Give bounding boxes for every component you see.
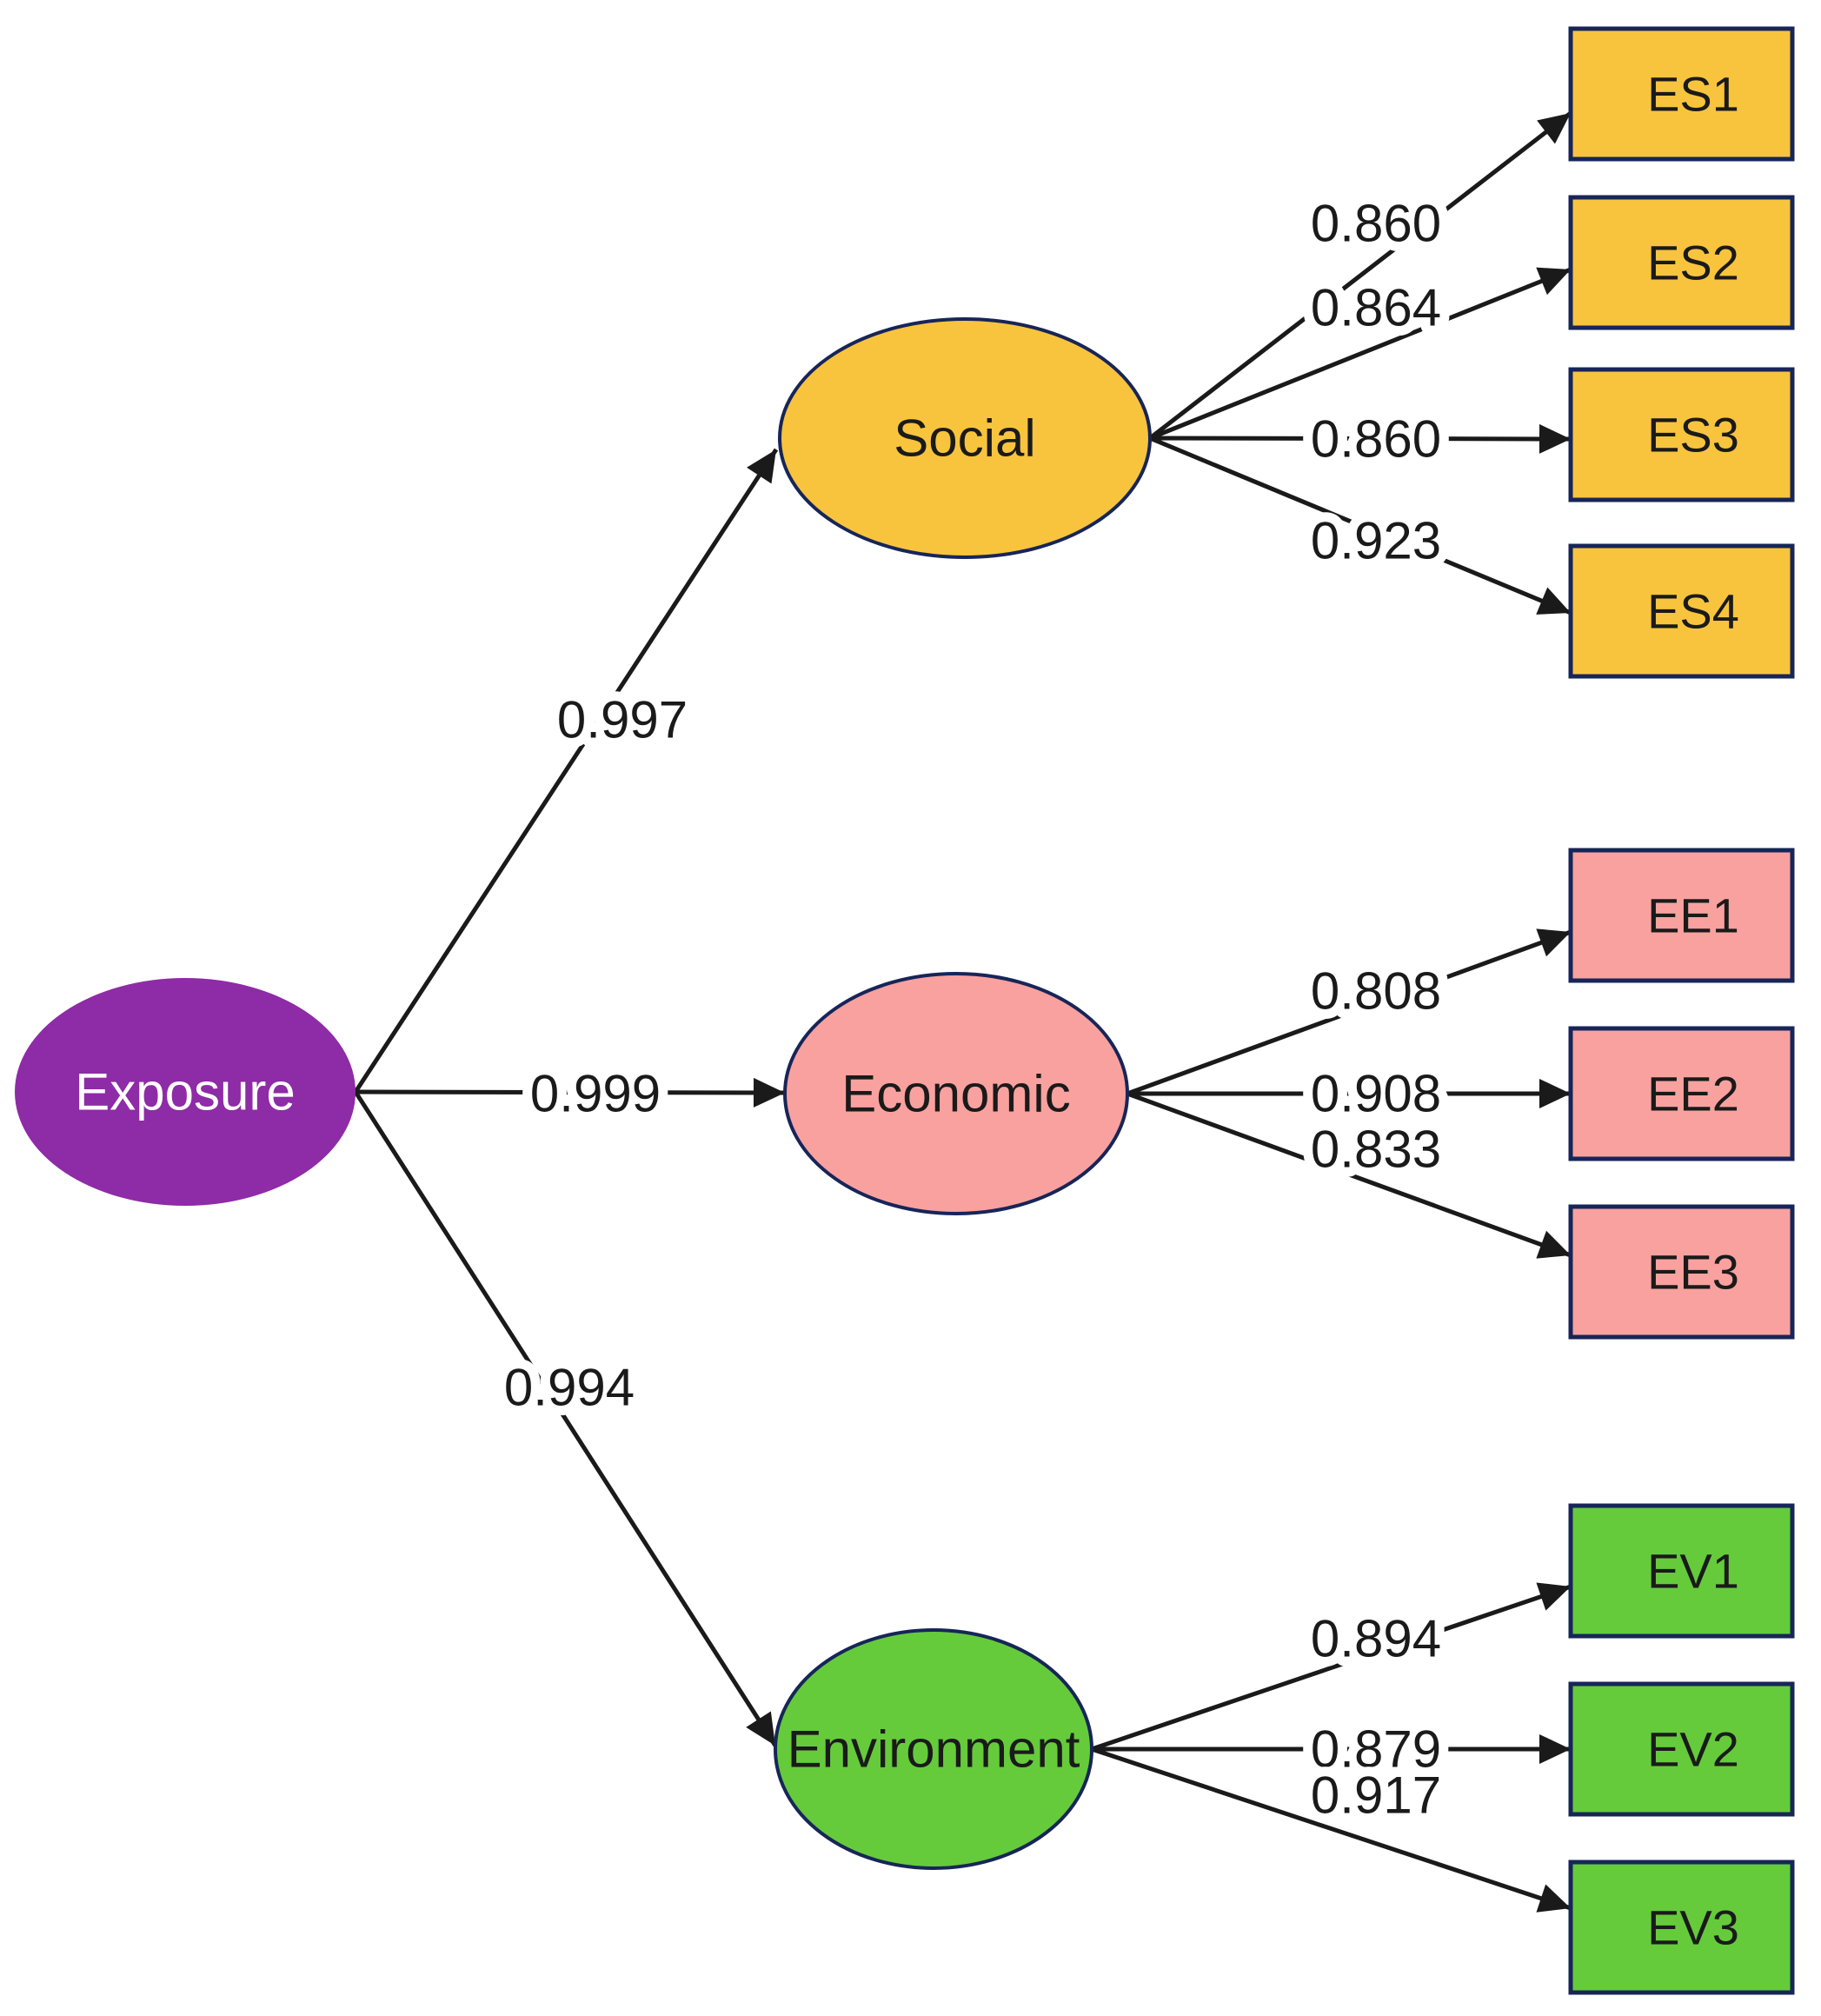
- factor-node-environment: [774, 1628, 1093, 1870]
- indicator-box-ES2: [1568, 195, 1795, 330]
- factor-label-social: Social: [894, 409, 1035, 468]
- loading-arrow-EV3: [1091, 1747, 1572, 1913]
- loading-arrow-EV1: [1091, 1582, 1572, 1752]
- indicator-box-EV3: [1568, 1860, 1795, 1995]
- edges-layer: [353, 111, 1572, 1913]
- loading-arrow-ES1: [1148, 111, 1572, 440]
- path-exposure-social: [353, 448, 779, 1094]
- nodes-layer: [15, 26, 1795, 1995]
- indicator-label-EV3: EV3: [1647, 1900, 1739, 1955]
- indicator-box-EE3: [1568, 1204, 1795, 1340]
- indicator-box-ES1: [1568, 26, 1795, 162]
- loading-label-ES1: 0.860: [1311, 195, 1441, 253]
- loading-label-EV3: 0.917: [1311, 1766, 1441, 1825]
- indicator-label-EE2: EE2: [1647, 1067, 1739, 1121]
- factor-node-economic: [783, 972, 1129, 1215]
- indicator-label-ES1: ES1: [1647, 67, 1739, 122]
- indicator-label-ES3: ES3: [1647, 408, 1739, 462]
- factor-label-environment: Environment: [788, 1720, 1080, 1779]
- path-coefficient-social: 0.997: [557, 691, 688, 749]
- path-coefficient-environment: 0.994: [504, 1359, 635, 1417]
- exposure-node: [15, 978, 356, 1206]
- indicator-box-ES3: [1568, 367, 1795, 502]
- loading-arrow-ES3: [1149, 423, 1572, 454]
- indicator-label-EV1: EV1: [1647, 1544, 1739, 1599]
- indicator-box-EV2: [1568, 1681, 1795, 1817]
- loading-label-ES4: 0.923: [1311, 512, 1441, 570]
- path-exposure-economic: [355, 1077, 786, 1108]
- indicator-label-ES2: ES2: [1647, 236, 1739, 290]
- indicator-label-EE1: EE1: [1647, 888, 1739, 943]
- indicator-label-ES4: ES4: [1647, 584, 1739, 639]
- loading-arrow-EE3: [1126, 1091, 1572, 1259]
- loading-arrow-ES4: [1149, 436, 1572, 615]
- factor-node-social: [778, 317, 1152, 559]
- loading-label-EE1: 0.808: [1311, 962, 1441, 1021]
- indicator-box-ES4: [1568, 543, 1795, 679]
- indicator-label-EE3: EE3: [1647, 1245, 1739, 1300]
- path-coefficient-economic: 0.999: [530, 1065, 661, 1123]
- loading-arrow-ES2: [1149, 267, 1572, 441]
- indicator-box-EV1: [1568, 1503, 1795, 1639]
- loading-arrow-EE1: [1126, 928, 1572, 1096]
- loading-label-EV2: 0.879: [1311, 1720, 1441, 1779]
- exposure-label: Exposure: [75, 1063, 295, 1121]
- loading-label-EE3: 0.833: [1311, 1121, 1441, 1179]
- loading-label-ES2: 0.864: [1311, 279, 1441, 337]
- loading-label-EE2: 0.908: [1311, 1065, 1441, 1123]
- factor-label-economic: Economic: [841, 1065, 1070, 1123]
- path-exposure-environment: [353, 1090, 778, 1747]
- loading-label-ES3: 0.860: [1311, 410, 1441, 469]
- indicator-box-EE1: [1568, 848, 1795, 983]
- indicator-box-EE2: [1568, 1026, 1795, 1161]
- loading-label-EV1: 0.894: [1311, 1610, 1441, 1668]
- indicator-label-EV2: EV2: [1647, 1722, 1739, 1777]
